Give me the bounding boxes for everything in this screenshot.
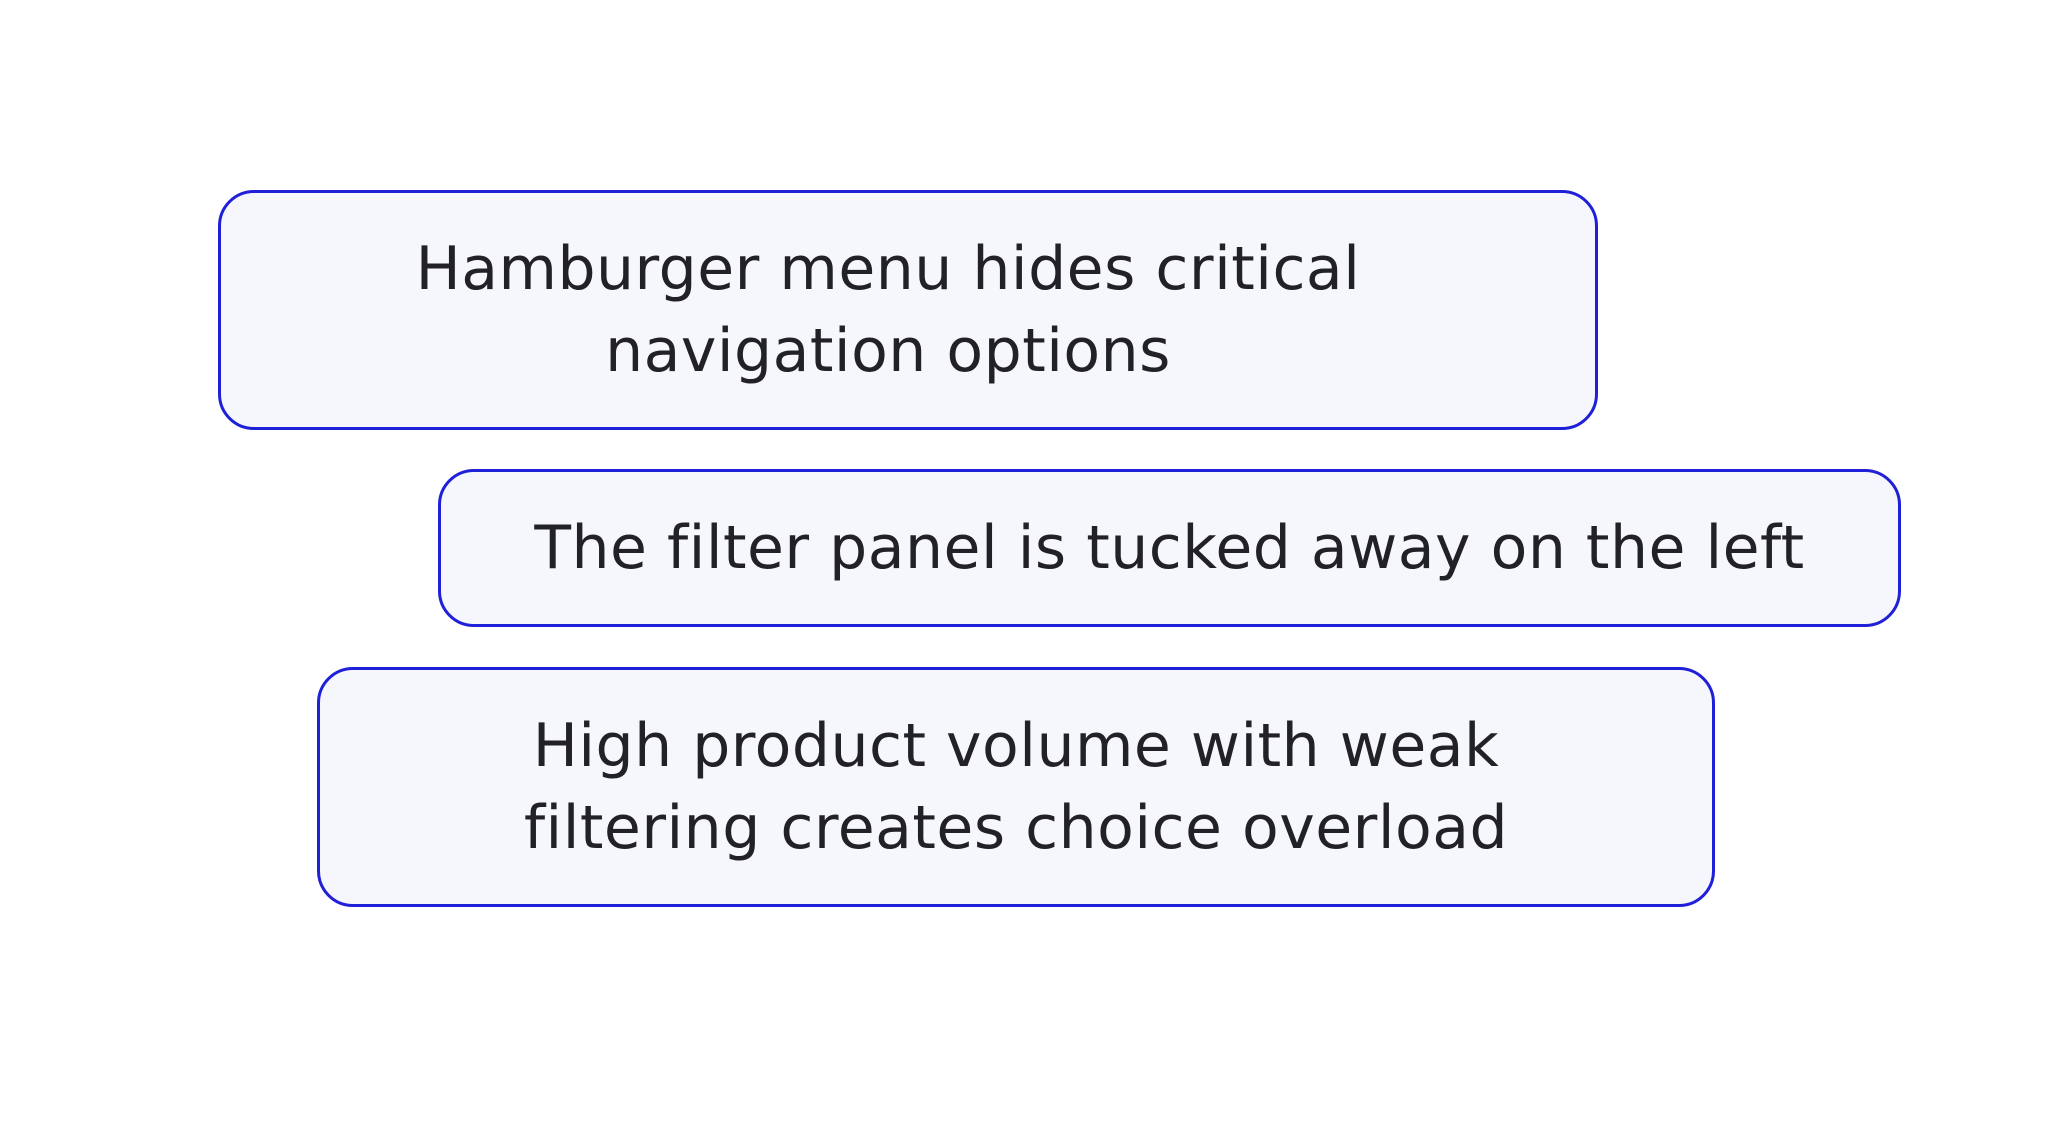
issue-card-text: The filter panel is tucked away on the l… [534, 513, 1805, 583]
issue-card-text: Hamburger menu hides critical navigation… [415, 234, 1361, 386]
issue-card-filter-panel: The filter panel is tucked away on the l… [438, 469, 1901, 627]
issue-card-text: High product volume with weak filtering … [523, 711, 1509, 863]
issue-card-choice-overload: High product volume with weak filtering … [317, 667, 1715, 907]
issue-card-hamburger-menu: Hamburger menu hides critical navigation… [218, 190, 1598, 430]
